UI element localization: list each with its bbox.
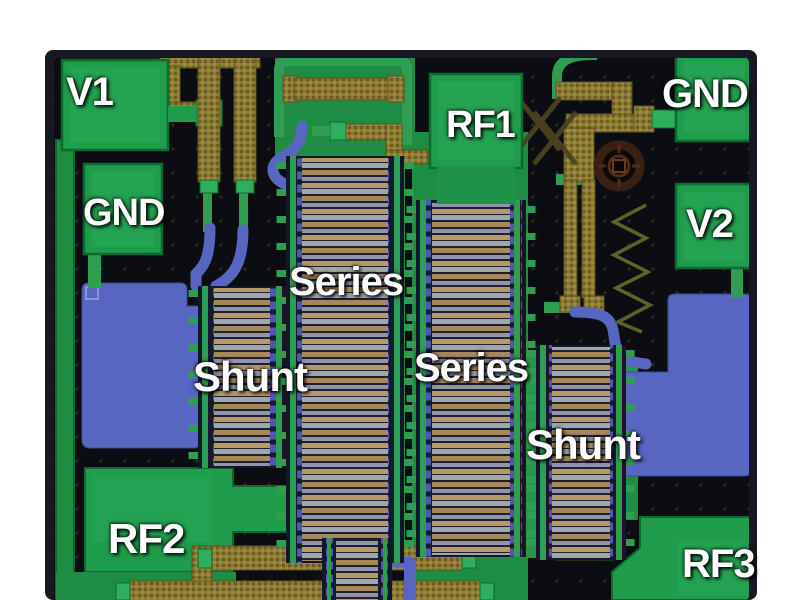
series-switch-bank-left bbox=[276, 156, 414, 563]
rf1-top-green-trace bbox=[274, 58, 412, 145]
left-capacitor-plate bbox=[81, 282, 202, 449]
tc-green-square bbox=[329, 121, 347, 141]
meander-inductor-2 bbox=[233, 58, 257, 183]
b2-cap-r bbox=[479, 582, 495, 600]
series-left-label: Series bbox=[289, 260, 404, 304]
bias-trace-1 bbox=[203, 192, 212, 232]
gnd-left-label: GND bbox=[83, 192, 165, 234]
inductor-cap-2 bbox=[235, 179, 255, 194]
tc-gold-bar2 bbox=[345, 123, 389, 141]
blue-trace-top bbox=[267, 120, 309, 195]
rf2-pad-inner bbox=[93, 476, 211, 542]
tr-gold-square bbox=[633, 105, 655, 133]
switch-bank-bottom-small bbox=[322, 538, 392, 600]
b1-cap-l bbox=[197, 548, 213, 569]
blue-trace-right bbox=[569, 306, 652, 370]
v1-pad-stem bbox=[168, 106, 196, 122]
blue-trace-left2 bbox=[210, 224, 249, 292]
rf1-label: RF1 bbox=[446, 104, 516, 146]
b2-cap-l bbox=[115, 582, 131, 600]
v2-label: V2 bbox=[686, 202, 734, 246]
inductor-cap-1 bbox=[199, 179, 219, 194]
shunt-switch-bank-right bbox=[526, 345, 635, 560]
shunt-left-label: Shunt bbox=[193, 353, 308, 400]
gnd-left-stem bbox=[88, 252, 101, 288]
bias-trace-2 bbox=[239, 192, 248, 232]
tc-gold-cap-r bbox=[387, 75, 405, 103]
shunt-switch-bank-left bbox=[188, 286, 296, 468]
v2-stem bbox=[731, 266, 743, 298]
tc-green-link bbox=[312, 126, 330, 136]
rf3-label: RF3 bbox=[682, 542, 756, 586]
rf2-label: RF2 bbox=[108, 515, 185, 562]
left-ground-rail bbox=[55, 139, 75, 600]
meander-resistor bbox=[610, 203, 654, 334]
bond-pads bbox=[60, 58, 749, 596]
alignment-cross-marks bbox=[516, 96, 578, 166]
rf1-funnel bbox=[437, 166, 515, 204]
rf3-pad-inner bbox=[678, 542, 748, 596]
meander-inductor-1 bbox=[197, 58, 221, 183]
shunt-right-label: Shunt bbox=[526, 421, 641, 468]
meander-inductor-r2 bbox=[581, 179, 596, 299]
blue-drop-bottom bbox=[404, 560, 416, 600]
v1-label: V1 bbox=[66, 70, 114, 114]
circular-alignment-marker bbox=[593, 140, 645, 192]
meander-inductor-b2 bbox=[129, 580, 481, 600]
series-right-label: Series bbox=[414, 346, 529, 390]
series-switch-bank-right bbox=[406, 200, 536, 557]
gold-metal bbox=[115, 58, 679, 600]
blue-routing bbox=[190, 120, 652, 600]
gnd-top-label: GND bbox=[662, 72, 749, 116]
blue-trace-left1 bbox=[190, 222, 216, 292]
meander-inductor-r1 bbox=[563, 179, 578, 299]
meander-inductor-top bbox=[293, 77, 391, 101]
top-right-green-elbow bbox=[552, 58, 598, 99]
